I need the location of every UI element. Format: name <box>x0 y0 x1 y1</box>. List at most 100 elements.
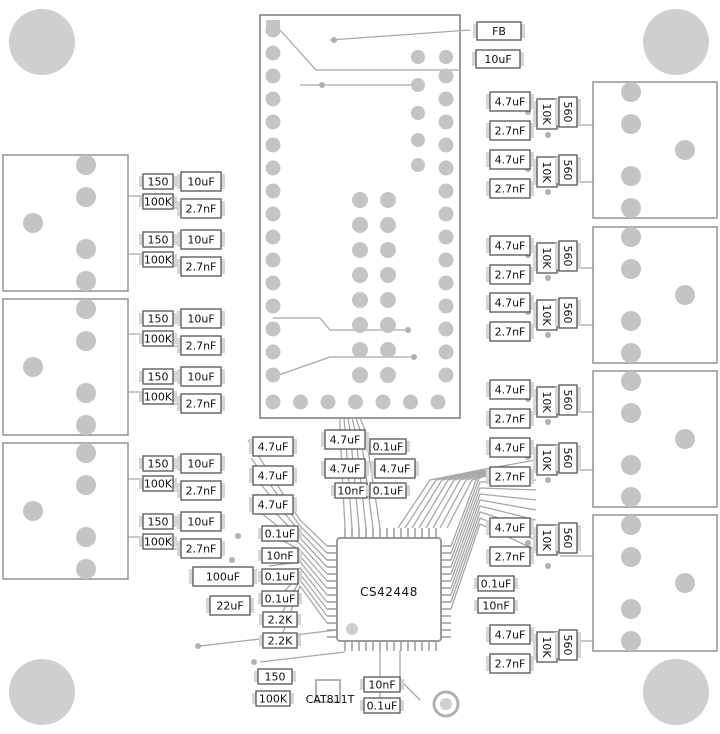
component-value: 10K <box>540 529 553 551</box>
component: 150 <box>254 668 296 685</box>
component-value: 0.1uF <box>265 593 296 606</box>
component: 0.1uF <box>366 438 410 455</box>
header-pad <box>411 158 425 172</box>
component-value: 10uF <box>484 53 511 66</box>
component-outline <box>142 533 174 550</box>
component: 100K <box>139 193 177 210</box>
trace <box>450 505 537 589</box>
trace <box>268 561 328 596</box>
component-value: 10uF <box>187 176 214 189</box>
component-value: 2.2K <box>268 635 293 648</box>
jack-outline <box>592 370 718 508</box>
component-outline <box>192 566 254 587</box>
header-pad <box>265 91 281 107</box>
component-value: 22uF <box>216 600 243 613</box>
jack-pad <box>621 515 641 535</box>
component: 4.7uF <box>321 429 369 450</box>
jack-pad <box>76 187 96 207</box>
component-outline <box>209 595 251 616</box>
component-value: 150 <box>148 176 169 189</box>
component: 4.7uF <box>249 436 297 457</box>
component-value: 150 <box>265 671 286 684</box>
component-value: 10K <box>540 449 553 471</box>
component: 560 <box>555 442 581 474</box>
via <box>411 354 417 360</box>
component: 10uF <box>177 366 225 387</box>
component-value: 4.7uF <box>495 629 526 642</box>
jack-pad-big <box>675 573 695 593</box>
component-value: 2.7nF <box>495 658 526 671</box>
component: 4.7uF <box>486 517 534 538</box>
via <box>229 557 235 563</box>
component-value: 0.1uF <box>373 485 404 498</box>
component-outline <box>142 251 174 268</box>
component-outline <box>489 178 531 199</box>
component-value: 10uF <box>187 371 214 384</box>
header-pad <box>265 275 281 291</box>
header-pads <box>265 20 454 410</box>
component-value: 4.7uF <box>258 441 289 454</box>
component-outline <box>489 466 531 487</box>
component-value: FB <box>492 25 506 38</box>
component-outline <box>180 335 222 356</box>
jack-pad <box>621 198 641 218</box>
trace <box>411 469 489 529</box>
component: 2.7nF <box>486 120 534 141</box>
header-pad <box>265 252 281 268</box>
mount-hole-top-left <box>9 9 75 75</box>
header-pad <box>438 367 454 383</box>
component-value: 4.7uF <box>258 499 289 512</box>
component-value: 10uF <box>187 458 214 471</box>
component-outline <box>180 511 222 532</box>
component-value: 4.7uF <box>495 384 526 397</box>
component: 0.1uF <box>474 575 518 592</box>
component-value: 100uF <box>206 571 240 584</box>
component-value: 100K <box>259 693 288 706</box>
component: 10uF <box>472 49 524 69</box>
component-outline <box>180 453 222 474</box>
component-outline <box>489 379 531 400</box>
via <box>331 37 337 43</box>
component-value: 150 <box>148 458 169 471</box>
component-outline <box>489 653 531 674</box>
trace <box>450 487 537 568</box>
component-value: 4.7uF <box>258 470 289 483</box>
jack-pad <box>621 114 641 134</box>
component-outline <box>558 96 578 128</box>
header-pad <box>380 217 396 233</box>
component: 10nF <box>360 676 404 693</box>
mount-hole-bottom-left <box>9 659 75 725</box>
component-value: 2.7nF <box>495 413 526 426</box>
component-value: 560 <box>561 102 574 123</box>
mount-hole-top-right <box>643 9 709 75</box>
component: 2.7nF <box>486 178 534 199</box>
test-point-center <box>440 698 452 710</box>
header-pad <box>403 394 418 410</box>
component: 0.1uF <box>366 482 410 499</box>
component-value: 2.7nF <box>186 261 217 274</box>
component: 2.7nF <box>486 546 534 567</box>
component: 100K <box>252 690 294 707</box>
component: 4.7uF <box>486 292 534 313</box>
component-value: 2.7nF <box>495 326 526 339</box>
component-value: 4.7uF <box>495 154 526 167</box>
components: 150 10uF 100K 2.7nF 150 10uF 100K 2.7nF 150 10uF 1… <box>139 21 581 714</box>
jack-pad <box>76 299 96 319</box>
component-value: 4.7uF <box>330 434 361 447</box>
header-pad <box>293 394 308 410</box>
header-pad <box>352 192 368 208</box>
header-pad-square <box>266 20 280 34</box>
header-pad <box>352 342 368 358</box>
component: 4.7uF <box>486 379 534 400</box>
header-pad <box>265 321 281 337</box>
header-pad <box>438 206 454 222</box>
header-pad <box>380 267 396 283</box>
component-value: 2.7nF <box>186 203 217 216</box>
component-outline <box>142 475 174 492</box>
jack-pad-big <box>675 140 695 160</box>
component-value: 2.7nF <box>495 471 526 484</box>
jack-outline <box>2 442 129 580</box>
component-outline <box>489 517 531 538</box>
component-value: 100K <box>144 254 173 267</box>
component-outline <box>476 21 522 41</box>
